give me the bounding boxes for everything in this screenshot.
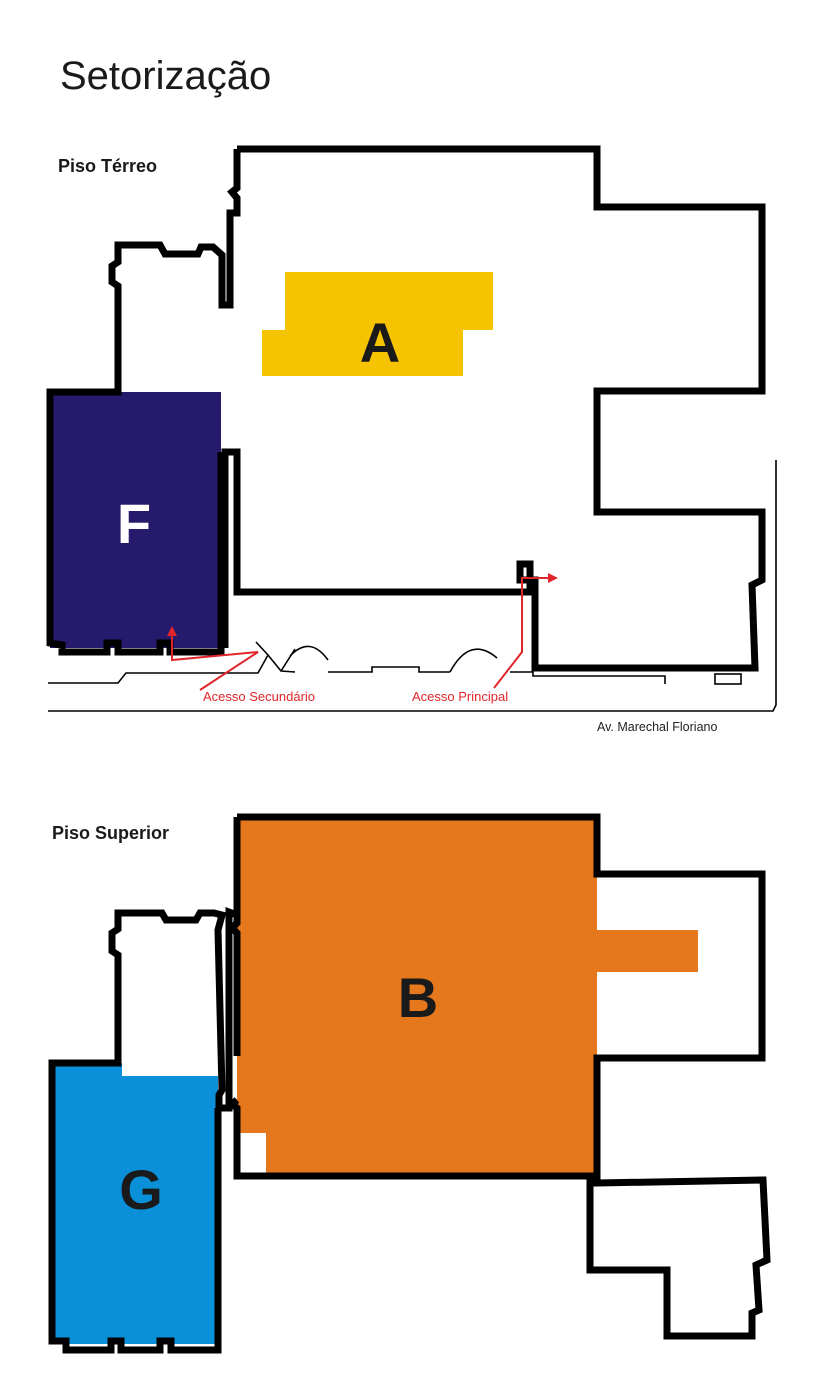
upper-outline-annex bbox=[48, 906, 239, 1354]
street-edge bbox=[48, 460, 777, 712]
upper-floor-label: Piso Superior bbox=[52, 823, 170, 843]
building-outline-annex bbox=[46, 149, 241, 656]
main-access-route bbox=[493, 573, 558, 689]
upper-floor-plan: B G bbox=[48, 813, 771, 1354]
zone-b-letter: B bbox=[398, 966, 438, 1029]
secondary-access-route bbox=[167, 626, 259, 691]
zone-g-top-gap bbox=[122, 1063, 218, 1076]
building-outline-main bbox=[221, 145, 766, 672]
zone-a-letter: A bbox=[360, 311, 400, 374]
zone-f-area bbox=[50, 392, 221, 648]
secondary-access-label: Acesso Secundário bbox=[203, 689, 315, 704]
zone-g-area bbox=[52, 1063, 218, 1344]
entrance-arch-left bbox=[289, 645, 329, 661]
main-access-label: Acesso Principal bbox=[412, 689, 508, 704]
upper-outline-lower-right bbox=[586, 1176, 771, 1340]
zone-a-area bbox=[262, 272, 493, 376]
street-label: Av. Marechal Floriano bbox=[597, 720, 717, 734]
ground-floor-plan: A F Acesso Secundário Acesso Principal A… bbox=[46, 145, 777, 734]
zone-f-letter: F bbox=[117, 492, 151, 555]
street-pillar bbox=[714, 673, 742, 685]
zone-b-area bbox=[237, 817, 698, 1176]
zone-g-letter: G bbox=[119, 1158, 163, 1221]
ground-floor-label: Piso Térreo bbox=[58, 156, 158, 176]
page-title: Setorização bbox=[60, 54, 272, 98]
zone-b-notch bbox=[240, 1133, 266, 1173]
entrance-arch-right bbox=[449, 648, 498, 673]
